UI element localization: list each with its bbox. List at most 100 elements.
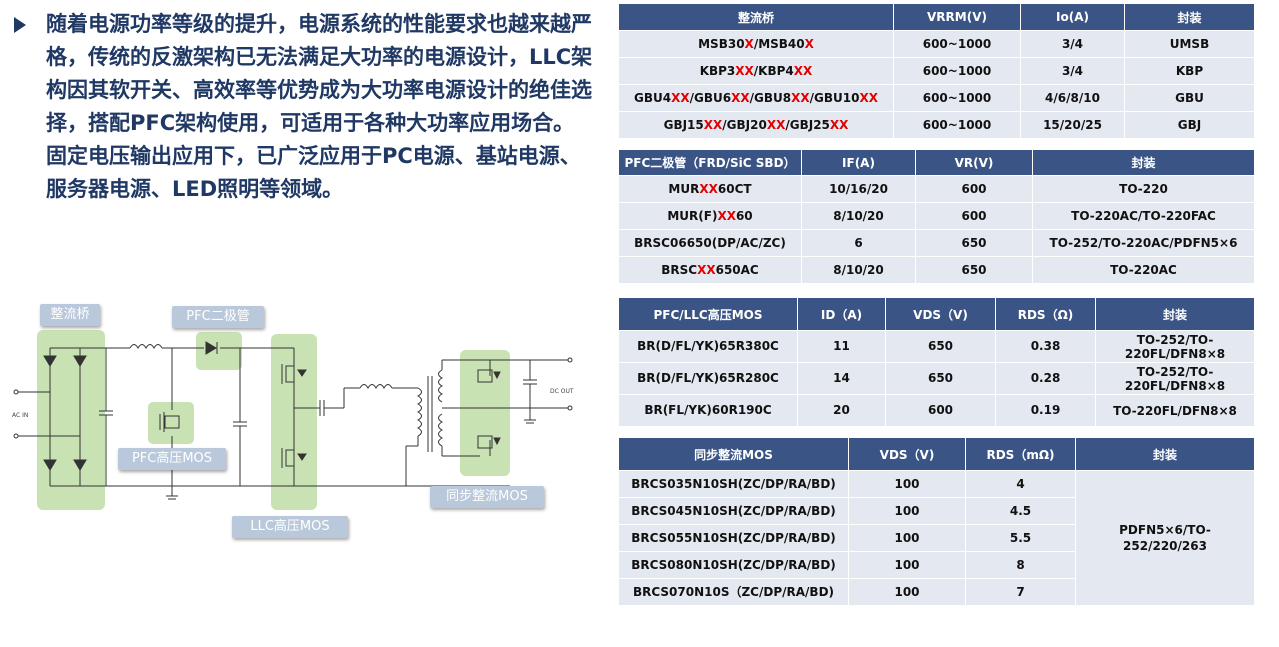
pfc-diode-table: PFC二极管（FRD/SiC SBD） IF(A) VR(V) 封装 MURXX… [618, 149, 1255, 284]
part-variant-code: XX [697, 262, 716, 277]
part-number-text: BRSC [661, 262, 698, 277]
col-header: 封装 [1095, 297, 1255, 331]
col-header: RDS（mΩ) [965, 437, 1076, 471]
part-number-text: KBP3 [699, 63, 736, 78]
part-cell: BRCS070N10S（ZC/DP/RA/BD) [618, 578, 849, 606]
part-cell: BR(FL/YK)60R190C [618, 394, 798, 427]
pkg-cell: GBU [1124, 84, 1255, 112]
part-variant-code: XX [731, 90, 750, 105]
vds-cell: 100 [848, 578, 966, 606]
rds-cell: 8 [965, 551, 1076, 579]
label-dc-out: DC OUT [550, 388, 574, 395]
label-pfc-mos: PFC高压MOS [118, 448, 226, 470]
part-variant-code: XX [859, 90, 878, 105]
rds-cell: 0.19 [995, 394, 1096, 427]
pkg-cell: TO-220AC/TO-220FAC [1032, 202, 1255, 230]
vds-cell: 650 [885, 330, 996, 363]
part-number-text: GBJ15 [663, 117, 704, 132]
bridge-diode-4 [73, 459, 87, 471]
bridge-diode-2 [73, 355, 87, 367]
bridge-diode-3 [43, 459, 57, 471]
pkg-cell: GBJ [1124, 111, 1255, 139]
part-number-text: 650AC [715, 262, 759, 277]
part-number-text: /GBU8 [749, 90, 792, 105]
col-header: ID（A) [797, 297, 886, 331]
shared-package-cell: PDFN5×6/TO-252/220/263 [1075, 470, 1255, 606]
part-variant-code: XX [791, 90, 810, 105]
part-number-text: 60 [735, 208, 753, 223]
col-header: VDS（V) [885, 297, 996, 331]
pkg-cell: TO-220AC [1032, 256, 1255, 284]
sync-mos-highlight-block [460, 350, 510, 476]
rds-cell: 0.38 [995, 330, 1096, 363]
part-number-cell: GBJ15XX/GBJ20XX/GBJ25XX [618, 111, 894, 139]
vr-cell: 650 [915, 256, 1033, 284]
pfc-diode-highlight-block [196, 332, 242, 370]
part-cell: BRCS055N10SH(ZC/DP/RA/BD) [618, 524, 849, 552]
col-header: PFC二极管（FRD/SiC SBD） [618, 149, 802, 176]
vr-cell: 650 [915, 229, 1033, 257]
part-variant-code: XX [793, 63, 813, 78]
sync-mos-top [477, 369, 493, 383]
label-bridge: 整流桥 [40, 304, 100, 326]
io-cell: 4/6/8/10 [1020, 84, 1125, 112]
pfc-mos-highlight-block [148, 402, 194, 444]
vds-cell: 100 [848, 551, 966, 579]
pfc-mos-symbol [164, 415, 180, 429]
llc-mos-table: PFC/LLC高压MOS ID（A) VDS（V) RDS（Ω) 封装 BR(D… [618, 297, 1255, 427]
bridge-diode-1 [43, 355, 57, 367]
rds-cell: 7 [965, 578, 1076, 606]
table-header-row: PFC二极管（FRD/SiC SBD） IF(A) VR(V) 封装 [618, 149, 1255, 176]
package-cell: TO-220FL/DFN8×8 [1095, 394, 1255, 427]
col-header: IF(A) [801, 149, 916, 176]
intro-block: 随着电源功率等级的提升，电源系统的性能要求也越来越严格，传统的反激架构已无法满足… [14, 8, 594, 206]
col-header: PFC/LLC高压MOS [618, 297, 798, 331]
vds-cell: 100 [848, 524, 966, 552]
table-header-row: 整流桥 VRRM(V) Io(A) 封装 [618, 3, 1255, 31]
part-number-text: MUR [668, 181, 700, 196]
vrrm-cell: 600~1000 [893, 111, 1021, 139]
col-header: VR(V) [915, 149, 1033, 176]
part-number-cell: BRSCXX650AC [618, 256, 802, 284]
llc-mos-high [285, 365, 295, 383]
vrrm-cell: 600~1000 [893, 30, 1021, 58]
part-number-cell: BRSC06650(DP/AC/ZC) [618, 229, 802, 257]
part-number-text: BRSC06650(DP/AC/ZC) [634, 235, 786, 250]
part-cell: BRCS035N10SH(ZC/DP/RA/BD) [618, 470, 849, 498]
rds-cell: 5.5 [965, 524, 1076, 552]
label-pfc-diode: PFC二极管 [172, 306, 264, 328]
part-number-cell: MSB30X/MSB40X [618, 30, 894, 58]
part-variant-code: XX [766, 117, 786, 132]
vds-cell: 650 [885, 362, 996, 395]
id-cell: 14 [797, 362, 886, 395]
package-cell: TO-252/TO-220FL/DFN8×8 [1095, 362, 1255, 395]
io-cell: 3/4 [1020, 57, 1125, 85]
if-cell: 8/10/20 [801, 256, 916, 284]
vds-cell: 100 [848, 470, 966, 498]
rds-cell: 4.5 [965, 497, 1076, 525]
table-header-row: PFC/LLC高压MOS ID（A) VDS（V) RDS（Ω) 封装 [618, 297, 1255, 331]
pkg-cell: TO-252/TO-220AC/PDFN5×6 [1032, 229, 1255, 257]
io-cell: 15/20/25 [1020, 111, 1125, 139]
col-header: VRRM(V) [893, 3, 1021, 31]
part-cell: BR(D/FL/YK)65R380C [618, 330, 798, 363]
col-header: Io(A) [1020, 3, 1125, 31]
sync-mos-bottom [477, 435, 493, 449]
table-header-row: 同步整流MOS VDS（V) RDS（mΩ) 封装 [618, 437, 1255, 471]
part-number-text: MUR(F) [667, 208, 718, 223]
part-variant-code: XX [735, 63, 754, 78]
part-variant-code: XX [829, 117, 849, 132]
label-ac-in: AC IN [12, 412, 29, 419]
